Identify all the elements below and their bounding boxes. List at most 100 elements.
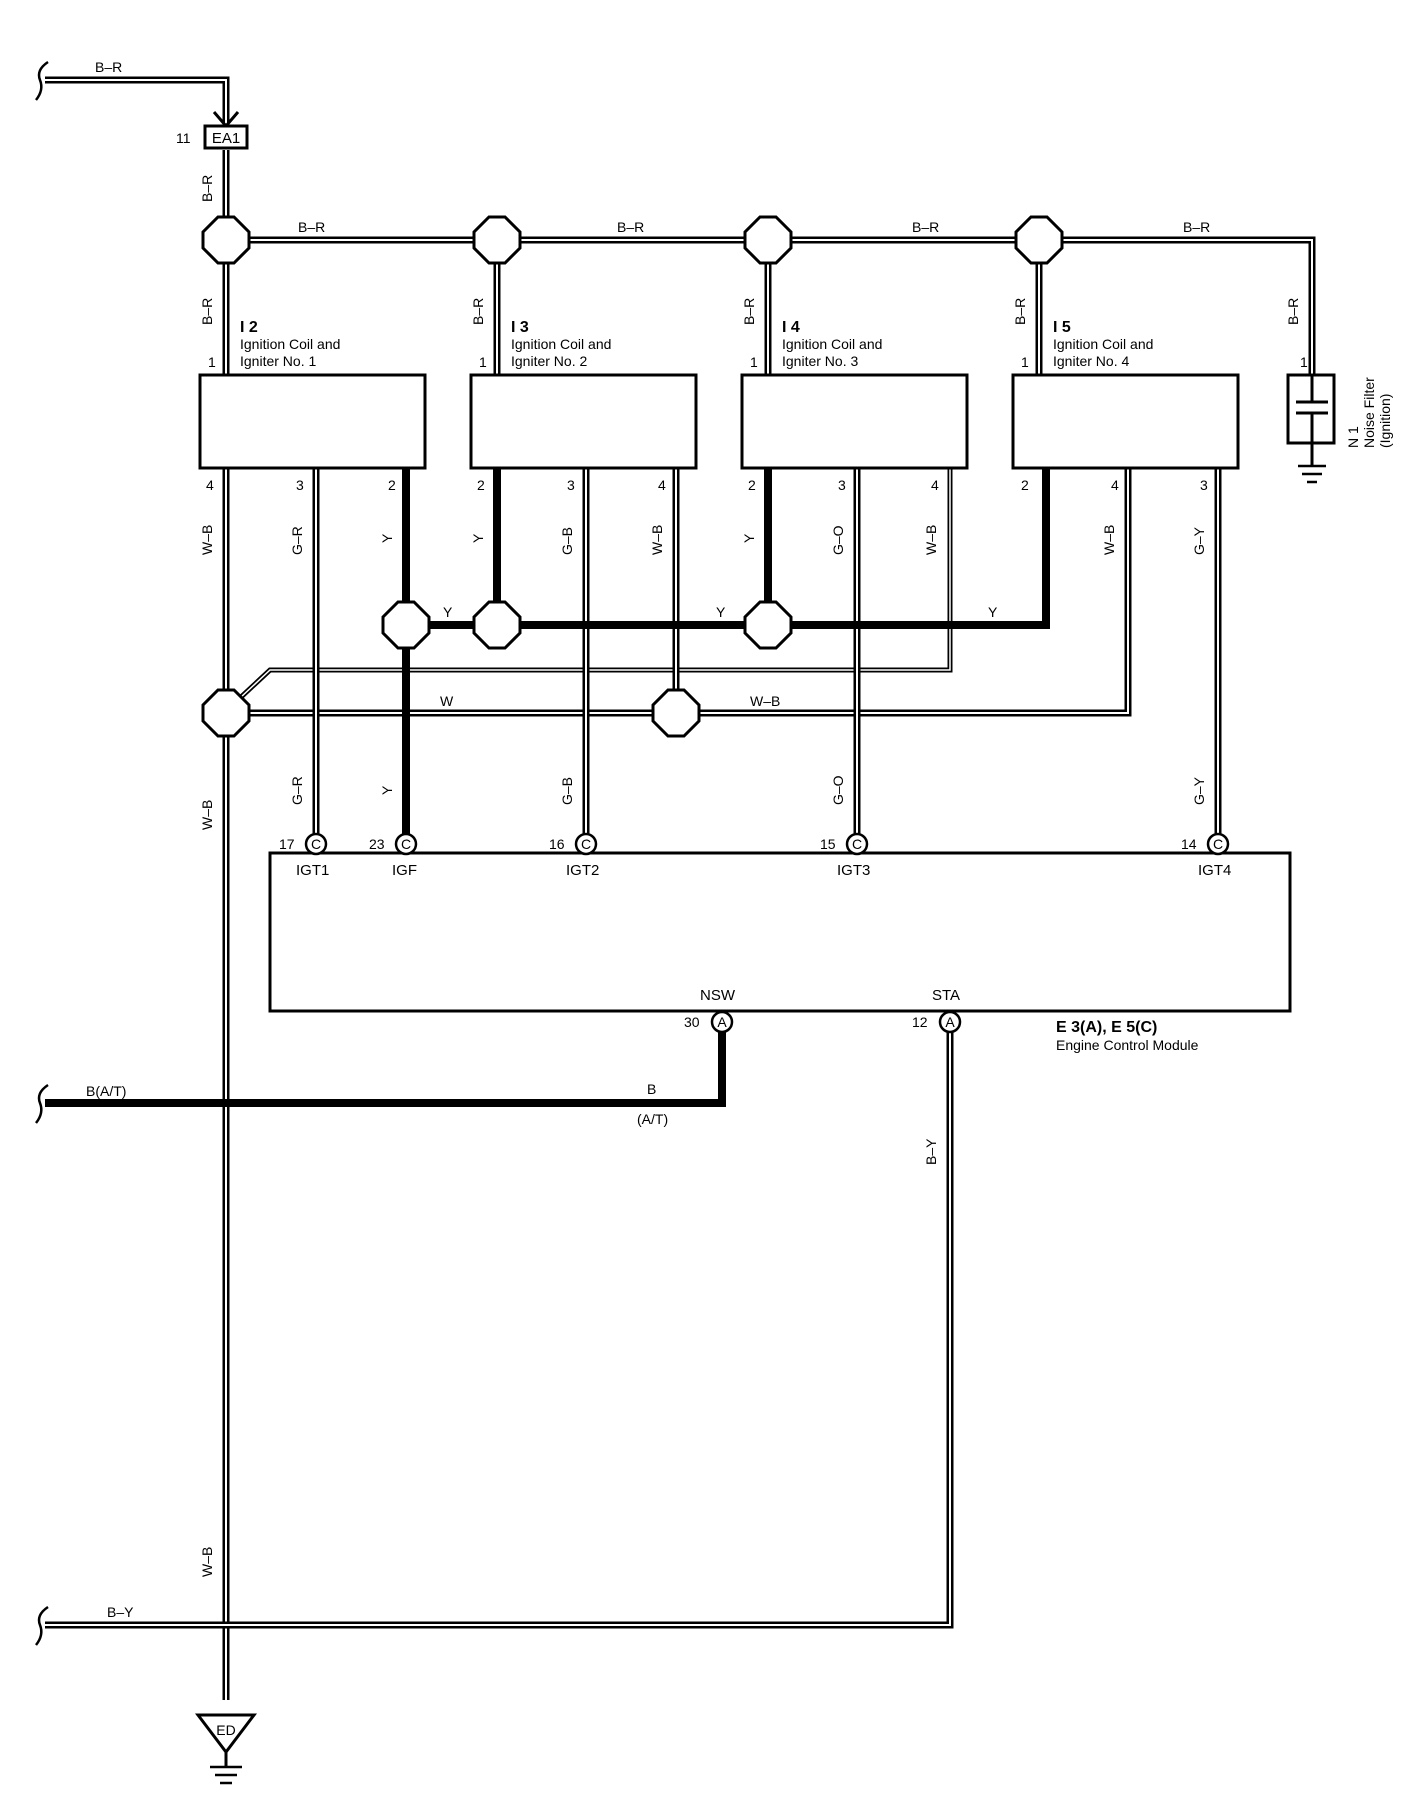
wire-label: W–B <box>199 800 215 830</box>
break-icon <box>35 1083 49 1124</box>
wire-wb-coil4 <box>660 468 1132 717</box>
coil-id: I 4 <box>782 319 800 336</box>
ecm-pin-igf: C 23 IGF <box>369 832 418 879</box>
noise-filter-id: N 1 <box>1345 426 1361 448</box>
pin-number: 3 <box>567 477 575 493</box>
coil-3: I 4 Ignition Coil and Igniter No. 3 1 2 … <box>740 319 969 493</box>
wire-label: B(A/T) <box>86 1083 126 1099</box>
coil-id: I 5 <box>1053 319 1071 336</box>
junction-node <box>472 215 522 265</box>
pin-number: 2 <box>748 477 756 493</box>
ecm-pin-sta: STA A 12 <box>912 987 962 1034</box>
wire-label: W <box>440 693 454 709</box>
coil-id: I 3 <box>511 319 529 336</box>
pin-number: 15 <box>820 836 836 852</box>
wire-label: W–B <box>199 525 215 555</box>
wire-labels: B–R B–R B–R B–R B–R B–R B–R B–R B–R B–R … <box>86 59 1301 1620</box>
pin-number: 4 <box>931 477 939 493</box>
wire-label: W–B <box>923 525 939 555</box>
svg-text:C: C <box>581 836 591 852</box>
pin-number: 4 <box>658 477 666 493</box>
ground-id: ED <box>216 1722 235 1738</box>
coil-name: Igniter No. 1 <box>240 353 316 369</box>
pin-number: 2 <box>477 477 485 493</box>
ecm-pin-igt2: C 16 IGT2 <box>549 832 599 879</box>
ea1-pin: 11 <box>176 130 191 146</box>
wire-label: W–B <box>199 1547 215 1577</box>
wire-y-bus <box>406 468 1050 629</box>
wire-label: B–R <box>1012 298 1028 325</box>
junction-node <box>743 600 793 650</box>
wire-label: G–B <box>559 777 575 805</box>
break-icon <box>35 60 49 101</box>
pin-number: 30 <box>684 1014 700 1030</box>
pin-number: 17 <box>279 836 295 852</box>
coil-4: I 5 Ignition Coil and Igniter No. 4 1 2 … <box>1011 319 1240 493</box>
junction-node <box>201 215 251 265</box>
wire-label: B–R <box>199 175 215 202</box>
wire-by <box>45 1022 954 1629</box>
ecm-terminal-label: IGT3 <box>837 862 870 879</box>
pin-number: 1 <box>1021 354 1029 370</box>
wire-label: Y <box>443 604 453 620</box>
wire-label: B–R <box>95 59 122 75</box>
wire-label: Y <box>379 785 395 795</box>
wire-label: W–B <box>649 525 665 555</box>
wire-label: W–B <box>750 693 780 709</box>
wire-label: G–Y <box>1191 776 1207 805</box>
ecm-terminal-label: NSW <box>700 987 736 1004</box>
coil-name: Ignition Coil and <box>240 336 340 352</box>
wire-label: B–R <box>470 298 486 325</box>
coil-name: Ignition Coil and <box>511 336 611 352</box>
junctions <box>201 215 1064 738</box>
pin-number: 1 <box>208 354 216 370</box>
ecm-terminal-label: IGT2 <box>566 862 599 879</box>
solid-wires <box>45 468 1050 1107</box>
svg-text:A: A <box>717 1014 727 1030</box>
coil-name: Igniter No. 4 <box>1053 353 1129 369</box>
junction-node <box>743 215 793 265</box>
pin-number: 2 <box>388 477 396 493</box>
wire-label: Y <box>470 533 486 543</box>
ecm-id: E 3(A), E 5(C) <box>1056 1019 1157 1036</box>
wire-label: W–B <box>1101 525 1117 555</box>
ecm-terminal-label: IGF <box>392 862 417 879</box>
wire-label: G–R <box>289 526 305 555</box>
ea1-connector: EA1 11 <box>176 111 249 150</box>
junction-node <box>201 688 251 738</box>
ecm-pin-igt3: C 15 IGT3 <box>820 832 870 879</box>
coil-name: Igniter No. 3 <box>782 353 858 369</box>
ecm-pin-igt4: C 14 IGT4 <box>1181 832 1231 879</box>
ground-icon <box>1298 464 1326 484</box>
junction-node <box>381 600 431 650</box>
ecm-terminal-label: STA <box>932 987 960 1004</box>
wire-label: B <box>647 1081 656 1097</box>
wire-label: G–R <box>289 776 305 805</box>
ecm-name: Engine Control Module <box>1056 1037 1199 1053</box>
svg-text:C: C <box>852 836 862 852</box>
wire-label: Y <box>379 533 395 543</box>
wire-label: G–O <box>830 525 846 555</box>
wire-label: B–R <box>741 298 757 325</box>
coil-id: I 2 <box>240 319 258 336</box>
svg-text:A: A <box>945 1014 955 1030</box>
svg-text:C: C <box>1213 836 1223 852</box>
noise-filter: 1 N 1 Noise Filter (Ignition) <box>1286 354 1393 484</box>
wire-label: G–B <box>559 527 575 555</box>
wire-b-nsw <box>45 1022 726 1107</box>
ground-icon <box>210 1765 242 1785</box>
pin-number: 1 <box>479 354 487 370</box>
pin-number: 3 <box>1200 477 1208 493</box>
junction-node <box>651 688 701 738</box>
wire-label: Y <box>741 533 757 543</box>
svg-text:C: C <box>311 836 321 852</box>
wire-label: G–O <box>830 775 846 805</box>
wire-label: G–Y <box>1191 526 1207 555</box>
svg-text:C: C <box>401 836 411 852</box>
ecm: C 17 IGT1 C 23 IGF C 16 IGT2 C 15 IGT3 C… <box>268 832 1292 1053</box>
wire-label: B–Y <box>923 1138 939 1165</box>
break-icon <box>35 1605 49 1646</box>
pin-number: 12 <box>912 1014 928 1030</box>
wire-label: B–R <box>912 219 939 235</box>
ecm-pin-igt1: C 17 IGT1 <box>279 832 329 879</box>
